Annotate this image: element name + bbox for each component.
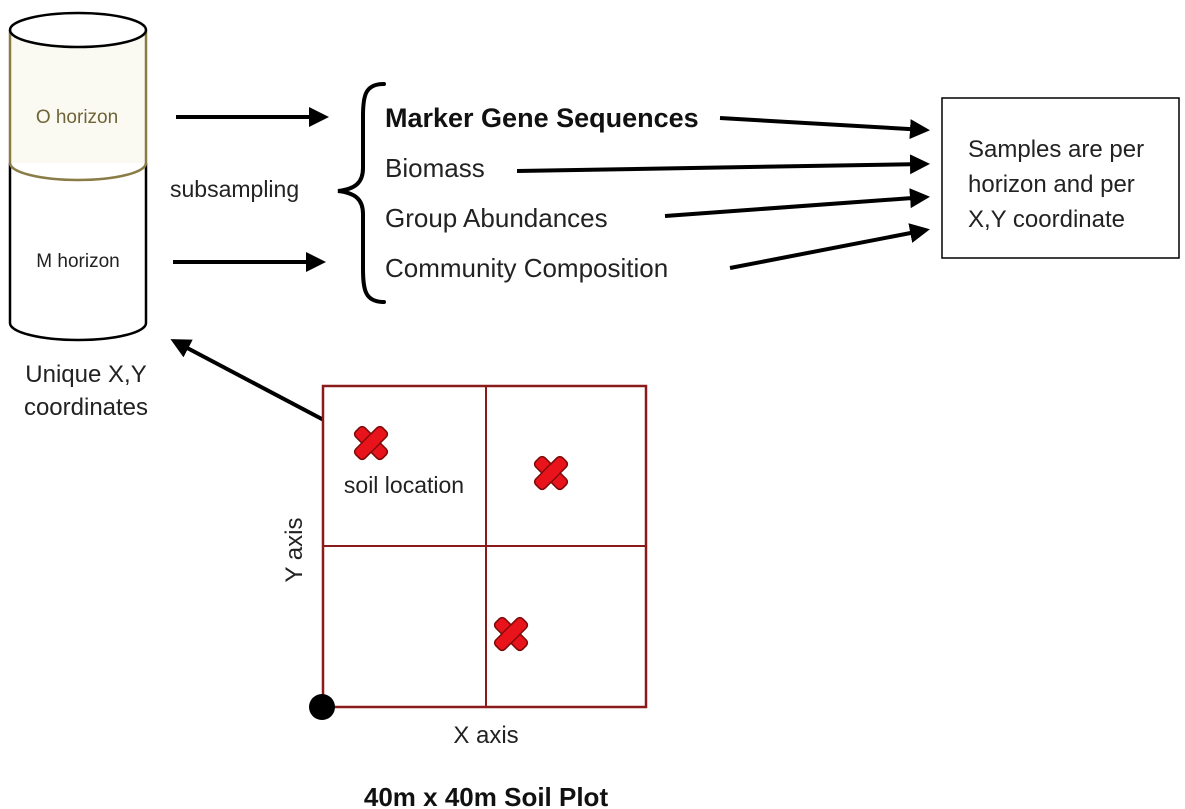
marker-gene-arrow [719,116,930,140]
core-top-ellipse [8,11,148,49]
core-o-horizon-band [10,30,146,163]
sample-marker [353,425,389,461]
y-axis-label: Y axis [281,518,308,583]
samples-box-line-3: X,Y coordinate [968,206,1125,233]
x-axis-label: X axis [453,722,518,749]
sample-marker [493,616,529,652]
group-abundances-arrow [664,188,930,218]
measurement-biomass: Biomass [385,153,485,183]
curly-brace [337,82,386,304]
community-composition-arrow [729,223,930,270]
measurement-group-abundances: Group Abundances [385,203,608,233]
core-caption-line-1: Unique X,Y [25,361,146,388]
measurement-marker-gene-sequences: Marker Gene Sequences [385,103,699,133]
sample-marker [533,455,569,491]
soil-core: O horizon M horizon [8,11,148,342]
core-bottom-curve [8,322,148,342]
samples-box-line-1: Samples are per [968,136,1144,163]
soil-location-label: soil location [344,472,464,498]
plot-title: 40m x 40m Soil Plot [364,782,609,809]
biomass-arrow [516,154,930,175]
origin-point [309,694,335,720]
samples-box-line-2: horizon and per [968,171,1135,198]
subsampling-label: subsampling [170,176,299,202]
samples-box [941,97,1180,259]
o-horizon-label: O horizon [36,107,118,128]
horizon-boundary [8,162,148,182]
m-horizon-label: M horizon [36,251,119,272]
measurement-community-composition: Community Composition [385,253,668,283]
core-caption-line-2: coordinates [24,394,148,421]
